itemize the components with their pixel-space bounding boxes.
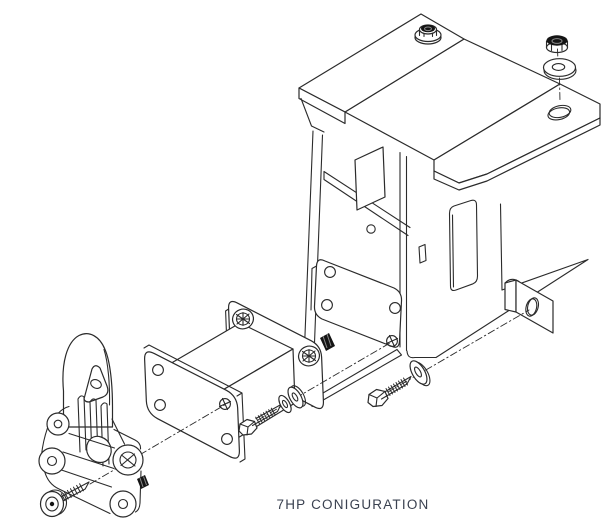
hex-bolt-right-icon: [367, 360, 431, 408]
top-flange-nut-icon: [414, 24, 442, 45]
panel-slot: [448, 199, 479, 292]
plate-hole: [324, 266, 336, 278]
figure-caption: 7HP CONIGURATION: [277, 497, 430, 512]
bracket-fin: [62, 333, 114, 428]
phillips-screw-icon: [297, 345, 321, 367]
main-centerline: [89, 402, 229, 485]
gusset: [83, 365, 109, 403]
boss: [46, 412, 70, 436]
flat-washer-icon: [542, 58, 577, 80]
bracket-tab: [515, 279, 554, 334]
plate-hole: [389, 302, 401, 314]
tab-bolt-hole: [526, 297, 540, 316]
shelf-hole: [366, 224, 376, 234]
bracket-fin: [354, 146, 386, 211]
small-slot: [418, 243, 427, 264]
plate-hole: [321, 299, 333, 311]
hex-bolt-small-icon: [238, 403, 282, 436]
boss: [38, 447, 66, 475]
boss: [109, 490, 137, 518]
plate-hole: [152, 364, 164, 376]
plate-hole: [154, 399, 166, 411]
front-mount-plate: [144, 351, 240, 459]
lock-nut-icon: [545, 35, 569, 54]
plate-hole: [386, 335, 398, 347]
motor-mount-block: [143, 300, 391, 463]
plate-hole: [221, 433, 233, 445]
phillips-screw-icon: [231, 308, 255, 330]
arm-bolt-hole: [548, 104, 572, 119]
lock-washer-icon: [278, 394, 292, 414]
tab-bolt-centerline: [387, 309, 530, 393]
rib: [77, 395, 87, 453]
engine-bracket: [38, 333, 149, 518]
countersunk-screw-icon: [39, 481, 90, 518]
bolt-washer: [409, 360, 428, 385]
flat-washer-icon: [287, 385, 307, 409]
plate-hole: [219, 398, 231, 410]
